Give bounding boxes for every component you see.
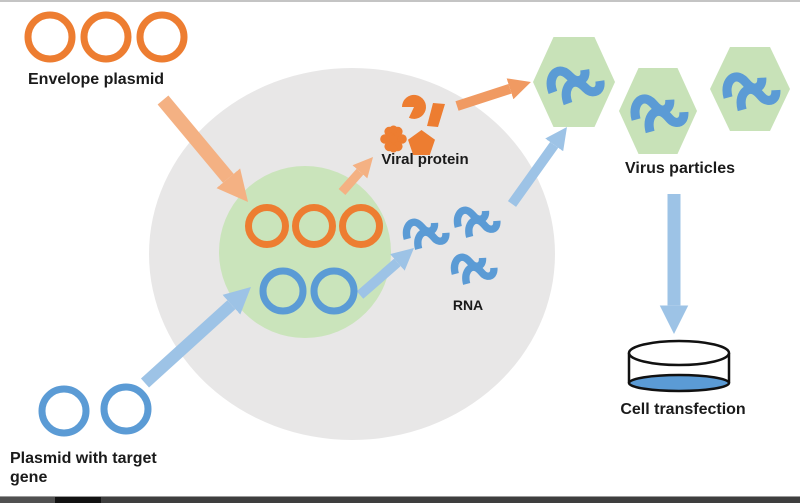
envelope-plasmid-icon (24, 11, 188, 63)
arrow-target-plasmid-to-nucleus (140, 286, 251, 388)
virus-particle-icon (710, 47, 790, 131)
plasmid-circle (136, 11, 188, 63)
virus-particles-group (533, 37, 790, 154)
top-border-line (0, 0, 800, 2)
rna-label: RNA (452, 297, 484, 313)
plasmid-circle (245, 204, 289, 248)
plasmid-circle (24, 11, 76, 63)
plasmid-circle (100, 383, 152, 435)
bottom-border-bar (0, 496, 800, 503)
viral-protein-blob-icon (380, 125, 407, 153)
target-plasmid-label: Plasmid with target gene (10, 450, 157, 486)
nucleus-target-plasmids (259, 267, 358, 315)
arrow-rna-to-virus (507, 126, 567, 207)
petri-dish-icon (627, 339, 731, 393)
arrow-envelope-to-nucleus (157, 95, 249, 202)
viral-protein-pacman-icon (401, 94, 426, 119)
cell-transfection-label: Cell transfection (620, 401, 746, 418)
arrow-nucleus-to-rna (356, 247, 414, 299)
plasmid-circle (80, 11, 132, 63)
bottom-bar-segment (55, 497, 101, 503)
arrow-viral-protein-to-virus (455, 78, 531, 111)
plasmid-circle (339, 204, 383, 248)
target-plasmid-icon (38, 383, 152, 437)
virus-particles-label: Virus particles (625, 160, 735, 177)
bottom-bar-segment (0, 497, 55, 503)
envelope-plasmid-label: Envelope plasmid (28, 71, 165, 88)
plasmid-circle (38, 385, 90, 437)
viral-protein-label: Viral protein (381, 151, 469, 168)
plasmid-circle (310, 267, 358, 315)
arrow-nucleus-to-viral-protein (338, 156, 374, 195)
virus-particle-icon (619, 68, 697, 154)
viral-protein-parallelogram-icon (427, 103, 445, 127)
cell-nucleus (219, 166, 391, 338)
nucleus-envelope-plasmids (245, 204, 383, 248)
plasmid-circle (259, 267, 307, 315)
viral-protein-pentagon-icon (408, 130, 435, 155)
viral-protein-icons (380, 94, 445, 155)
virus-particle-icon (533, 37, 615, 127)
plasmid-circle (292, 204, 336, 248)
